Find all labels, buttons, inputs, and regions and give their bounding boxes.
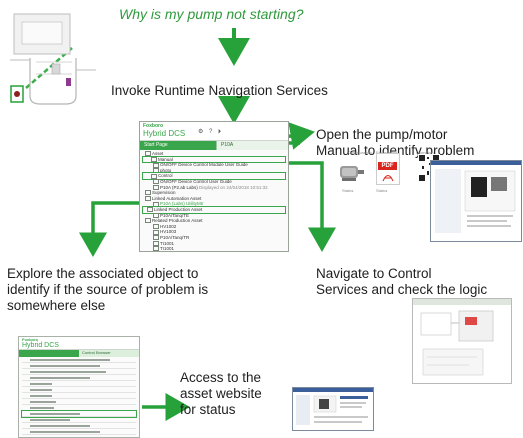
thumb-under-1: Status — [342, 188, 354, 193]
thumb-caption-2: Engineering — [376, 150, 397, 155]
module-icon — [153, 240, 159, 246]
tree-row[interactable]: Asset — [143, 151, 285, 157]
hmi-panel-associated: Foxboro Hybrid DCS Control Browser — [18, 336, 140, 438]
access-label: Access to the asset website for status — [180, 370, 262, 418]
manual-viewer-content — [435, 169, 516, 233]
document-icon — [151, 156, 157, 162]
hmi-panel-header: Foxboro Hybrid DCS ⚙ ? ⏵ — [140, 122, 288, 141]
hmi-tool-icons: ⚙ ? ⏵ — [198, 129, 224, 135]
tree-row[interactable]: HV1003 — [143, 229, 285, 235]
hmi2-row[interactable] — [22, 375, 136, 381]
tree-row[interactable]: photo — [143, 168, 285, 174]
hmi2-tab-start[interactable] — [19, 350, 79, 357]
tab-p10a[interactable]: P10A — [216, 141, 288, 150]
document-icon — [153, 179, 159, 185]
thumb-caption-3: Operation — [416, 150, 434, 155]
link-icon — [153, 201, 159, 207]
question-text: Why is my pump not starting? — [119, 6, 304, 22]
folder-icon — [145, 218, 151, 224]
acrobat-icon — [382, 175, 394, 182]
dashed-pump-pointer — [25, 47, 73, 89]
hmi2-tabs: Control Browser — [19, 350, 139, 357]
folder-icon — [145, 196, 151, 202]
navigate-line1: Navigate to Control — [316, 266, 432, 281]
open-manual-line1: Open the pump/motor — [316, 127, 448, 142]
manual-thumbnails: Configuration Engineering Operation Stat… — [332, 150, 522, 242]
tree-row-control[interactable]: Control — [142, 172, 286, 180]
hmi2-row[interactable] — [22, 417, 136, 423]
hmi2-row[interactable] — [22, 369, 136, 375]
hmi-brand: Foxboro — [143, 123, 163, 129]
document-icon — [153, 162, 159, 168]
explore-line1: Explore the associated object to — [7, 266, 199, 281]
tree-row-manual[interactable]: Manual — [142, 155, 286, 164]
hmi2-row[interactable] — [22, 381, 136, 387]
hmi-product: Hybrid DCS — [143, 129, 186, 138]
hmi2-row[interactable] — [22, 393, 136, 399]
control-logic-screenshot — [412, 298, 512, 384]
invoke-label: Invoke Runtime Navigation Services — [111, 83, 328, 98]
module-icon — [153, 235, 159, 241]
thumb-under-2: Status — [376, 188, 388, 193]
access-line2: asset website — [180, 386, 262, 401]
image-icon — [153, 168, 159, 174]
hmi-tree: Asset Manual ON/OFF Device Control Modul… — [140, 150, 288, 251]
folder-icon — [145, 151, 151, 157]
explore-label: Explore the associated object to identif… — [7, 266, 208, 314]
module-icon — [153, 184, 159, 190]
tree-row-linked-production[interactable]: Linked Production Asset — [142, 206, 286, 214]
module-icon — [153, 246, 159, 251]
hmi2-row-highlighted[interactable] — [21, 410, 137, 418]
tree-row[interactable]: P10A (P2.ab Labs) Displayed on 24/04/201… — [143, 185, 285, 191]
explore-line2: identify if the source of problem is — [7, 282, 209, 297]
hmi2-brand: Foxboro — [22, 337, 38, 342]
module-icon — [153, 224, 159, 230]
hmi2-row[interactable] — [22, 405, 136, 411]
pdf-document-icon[interactable]: PDF — [376, 153, 400, 185]
tree-row[interactable]: Supervision — [143, 190, 285, 196]
hmi2-row[interactable] — [22, 429, 136, 435]
manual-viewer-window — [430, 160, 522, 242]
tree-row[interactable]: ON/OFF Device Control Module User Guide — [143, 162, 285, 168]
motor-image — [340, 166, 364, 181]
folder-icon — [145, 190, 151, 196]
tree-row[interactable]: P10A/Tanq/TR — [143, 235, 285, 241]
tree-row[interactable]: P10A (Labs) UtilityMtr — [143, 201, 285, 207]
tree-row[interactable]: HV1002 — [143, 224, 285, 230]
access-line3: for status — [180, 402, 236, 417]
tree-row[interactable]: TI1001 — [143, 241, 285, 247]
hmi-panel: Foxboro Hybrid DCS ⚙ ? ⏵ Start Page P10A… — [139, 121, 289, 252]
control-logic-content — [413, 299, 511, 376]
explore-line3: somewhere else — [7, 298, 106, 313]
hmi2-product: Hybrid DCS — [22, 342, 59, 349]
pump-schematic-image — [10, 13, 96, 105]
tree-row[interactable]: P10A/Tanq/TE — [143, 213, 285, 219]
hmi2-row[interactable] — [22, 387, 136, 393]
asset-website-content — [296, 395, 368, 425]
hmi2-row[interactable] — [22, 399, 136, 405]
tree-row[interactable]: ON/OFF Device Control User Guide — [143, 179, 285, 185]
tree-row[interactable]: Related Production Asset — [143, 218, 285, 224]
document-icon — [151, 173, 157, 179]
hmi2-row[interactable] — [22, 357, 136, 363]
pdf-label: PDF — [378, 162, 397, 170]
module-icon — [153, 229, 159, 235]
navigate-control-label: Navigate to Control Services and check t… — [316, 266, 487, 298]
module-icon — [153, 212, 159, 218]
tree-row[interactable]: Linked Automation Asset — [143, 196, 285, 202]
asset-website-thumbnail[interactable] — [292, 387, 374, 431]
folder-icon — [147, 207, 153, 213]
access-line1: Access to the — [180, 370, 262, 385]
tree-row[interactable]: TI1001 — [143, 246, 285, 251]
navigate-line2: Services and check the logic — [316, 282, 488, 297]
hmi2-row[interactable] — [22, 423, 136, 429]
tab-start-page[interactable]: Start Page — [140, 141, 216, 150]
hmi-tabs: Start Page P10A — [140, 141, 288, 150]
hmi2-row[interactable] — [22, 363, 136, 369]
hmi2-header: Foxboro Hybrid DCS — [19, 337, 139, 350]
pump-highlight-box — [10, 85, 24, 103]
hmi2-tab-control[interactable]: Control Browser — [79, 350, 139, 357]
thumb-caption-1: Configuration — [348, 150, 372, 155]
